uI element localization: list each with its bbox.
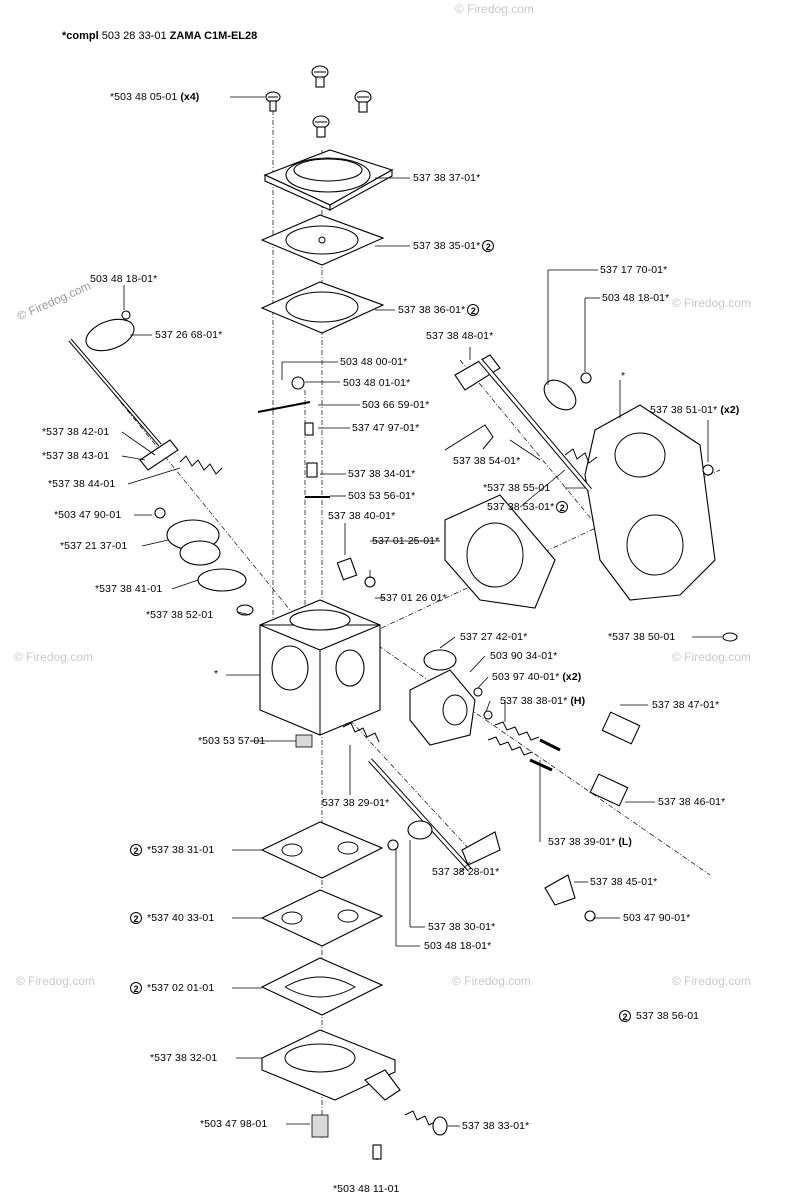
note-marker-icon: 2 [130, 844, 142, 857]
part-label: 537 38 29-01* [322, 797, 390, 809]
part-label: 537 01 26 01* [380, 592, 447, 604]
part-number: 537 38 36-01* [398, 304, 466, 316]
part-number: *537 40 33-01 [147, 912, 215, 924]
part-label: *537 21 37-01 [60, 540, 128, 552]
part-label: *537 38 44-01 [48, 478, 116, 490]
quantity: (x2) [562, 671, 582, 683]
part-label: 503 90 34-01* [490, 650, 558, 662]
part-label: 537 17 70-01* [600, 264, 668, 276]
part-label: 503 48 18-01* [90, 273, 158, 285]
part-label: 537 38 51-01* (x2) [650, 404, 739, 416]
part-label: 537 38 33-01* [462, 1120, 530, 1132]
part-label: *537 38 43-01 [42, 450, 110, 462]
part-label: *503 48 11-01 [333, 1183, 400, 1195]
quantity: (x4) [180, 91, 200, 103]
star-marker: * [621, 370, 626, 382]
part-label: *503 53 57-01 [198, 735, 266, 747]
part-label: 537 38 40-01* [328, 510, 396, 522]
part-label: 2 537 38 56-01 [617, 1010, 700, 1023]
watermark: © Firedog.com [452, 974, 531, 988]
part-label: 537 38 54-01* [453, 455, 521, 467]
part-label: 2 *537 40 33-01 [128, 912, 215, 925]
note-marker-icon: 2 [130, 912, 142, 925]
part-label: 537 38 35-01*2 [413, 240, 496, 253]
note-marker-icon: 2 [619, 1010, 631, 1023]
part-label: 503 48 18-01* [602, 292, 670, 304]
part-label: *503 47 90-01 [54, 509, 122, 521]
note-marker-icon: 2 [467, 304, 480, 317]
diagram-title: *compl 503 28 33-01 ZAMA C1M-EL28 [62, 30, 257, 42]
part-number: *503 48 05-01 [110, 91, 178, 103]
part-number: 537 38 35-01* [413, 240, 481, 252]
note-marker-icon: 2 [130, 982, 142, 995]
quantity: (L) [618, 836, 633, 848]
part-label: 537 47 97-01* [352, 422, 420, 434]
part-label: 503 66 59-01* [362, 399, 430, 411]
screw [265, 65, 372, 138]
part-label: *537 38 55-01 [483, 482, 551, 494]
part-label: 537 38 39-01* (L) [548, 836, 632, 848]
watermark: © Firedog.com [455, 2, 534, 16]
title-model: ZAMA C1M-EL28 [169, 30, 258, 42]
part-label: 503 48 00-01* [340, 356, 408, 368]
part-label: 537 38 34-01* [348, 468, 416, 480]
part-label: 503 47 90-01* [623, 912, 691, 924]
note-marker-icon: 2 [482, 240, 495, 253]
part-number: 537 38 56-01 [636, 1010, 700, 1022]
part-label: 537 26 68-01* [155, 329, 223, 341]
part-label: 537 38 48-01* [426, 330, 494, 342]
quantity: (x2) [720, 404, 740, 416]
watermark: © Firedog.com [14, 650, 93, 664]
watermark: © Firedog.com [672, 650, 751, 664]
part-label: 537 38 45-01* [590, 876, 658, 888]
quantity: (H) [570, 695, 586, 707]
part-label: 537 38 36-01*2 [398, 304, 481, 317]
part-label: *503 47 98-01 [200, 1118, 268, 1130]
part-label: 537 38 38-01* (H) [500, 695, 585, 707]
part-number: *537 38 31-01 [147, 844, 215, 856]
part-number: *537 02 01-01 [147, 982, 215, 994]
watermark: © Firedog.com [16, 974, 95, 988]
part-label: *537 38 50-01 [608, 631, 676, 643]
part-label: 503 48 18-01* [424, 940, 492, 952]
part-label: *537 38 41-01 [95, 583, 163, 595]
part-label: 2 *537 38 31-01 [128, 844, 215, 857]
part-label: *537 38 32-01 [150, 1052, 218, 1064]
title-prefix: *compl [62, 30, 99, 42]
title-number: 503 28 33-01 [101, 30, 167, 42]
part-number: 537 38 39-01* [548, 836, 616, 848]
part-label: 537 01 25-01* [372, 535, 440, 547]
part-number: 503 97 40-01* [492, 671, 560, 683]
part-number: 537 38 38-01* [500, 695, 568, 707]
part-label: 537 38 30-01* [428, 921, 496, 933]
part-number: 537 38 51-01* [650, 404, 718, 416]
part-label: *537 38 52-01 [146, 609, 214, 621]
part-label: 537 38 46-01* [658, 796, 726, 808]
part-label: 503 53 56-01* [348, 490, 416, 502]
part-label: 537 38 53-01*2 [487, 501, 570, 514]
part-label: 537 38 37-01* [413, 172, 481, 184]
part-number: 537 38 53-01* [487, 501, 555, 513]
part-label: 537 38 28-01* [432, 866, 500, 878]
watermark: © Firedog.com [672, 296, 751, 310]
part-label: 503 97 40-01* (x2) [492, 671, 581, 683]
part-label: *537 38 42-01 [42, 426, 110, 438]
part-label: *503 48 05-01 (x4) [110, 91, 199, 103]
part-label: 503 48 01-01* [343, 377, 411, 389]
part-label: 537 38 47-01* [652, 699, 720, 711]
star-marker: * [214, 668, 219, 680]
part-label: 537 27 42-01* [460, 631, 528, 643]
part-label: 2 *537 02 01-01 [128, 982, 215, 995]
note-marker-icon: 2 [556, 501, 569, 514]
watermark: © Firedog.com [672, 974, 751, 988]
